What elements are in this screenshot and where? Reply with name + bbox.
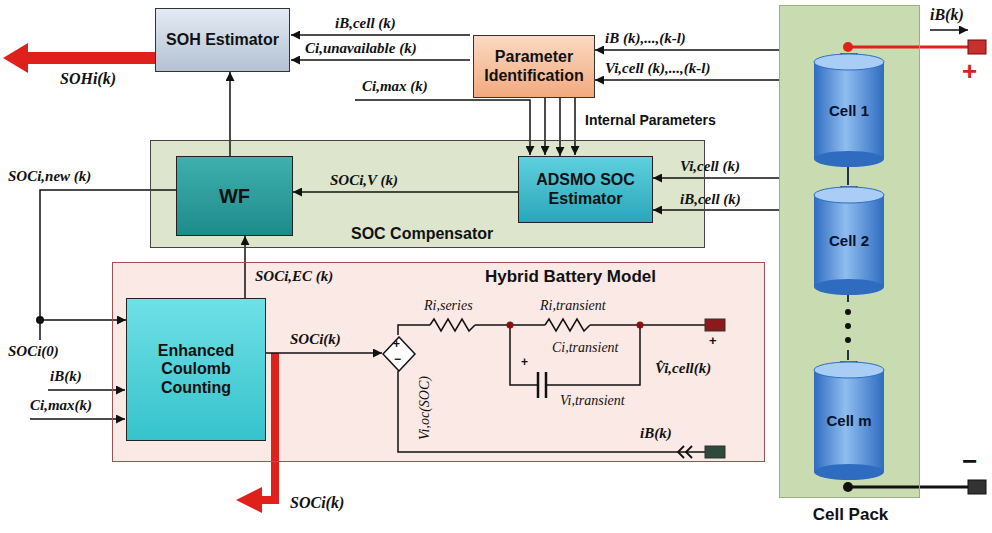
signal-label: + (709, 333, 717, 348)
terminal-dot (843, 42, 853, 52)
signal-label: iB(k) (50, 368, 82, 385)
process-box: WF (176, 156, 293, 236)
signal-connector (559, 98, 561, 156)
node-heading: SOC Compensator (351, 225, 493, 243)
edge-label: SOCi,new (k) (8, 168, 91, 185)
group-band: SOC Compensator WF ADSMO SOC Estimator (150, 140, 705, 248)
edge-label: SOCi(k) (290, 331, 341, 348)
signal-connector (595, 49, 779, 51)
process-box: ADSMO SOC Estimator (518, 156, 653, 223)
band-fill (112, 262, 765, 462)
terminal (968, 40, 986, 54)
terminal (705, 446, 725, 458)
signal-label: + (521, 355, 528, 369)
current-arrow (930, 29, 968, 31)
edge-label: Internal Parameters (585, 112, 716, 128)
cell-pack-panel: Cell PackCell 1Cell 2Cell m (779, 5, 920, 498)
signal-label: Ci,unavailable (k) (305, 40, 417, 57)
battery-cell: Cell 1 (813, 53, 885, 168)
signal-label: iB(k) (930, 6, 964, 24)
cell-label: Cell m (826, 412, 871, 429)
resistor-symbol (430, 319, 475, 331)
node-heading: + (393, 338, 400, 352)
negative-lead (848, 486, 968, 489)
cmax-wire (355, 100, 530, 155)
positive-lead (848, 46, 968, 49)
signal-label: Ci,max (k) (362, 78, 428, 95)
signal-connector (653, 209, 779, 211)
signal-label: SOHi(k) (60, 70, 116, 88)
process-box: Parameter Identification (473, 35, 595, 98)
ecc-input-wires (30, 320, 125, 419)
process-box: SOH Estimator (155, 8, 290, 72)
signal-label: Vi,transient (560, 393, 625, 409)
signal-connector (266, 352, 382, 354)
equivalent-circuit (398, 319, 705, 458)
edge-label: SOCi,EC (k) (255, 268, 333, 285)
signal-label: + (962, 56, 977, 87)
signal-connector (653, 177, 779, 179)
ellipsis-dots (845, 309, 851, 343)
signal-connector (229, 72, 231, 156)
band-fill (779, 5, 920, 498)
internal-parameter-lines (545, 98, 575, 155)
signal-label: iB,cell (k) (335, 15, 396, 32)
signal-label: iB(k) (640, 425, 672, 442)
capacitor-symbol (537, 372, 540, 398)
cell-label: Cell 1 (829, 102, 869, 119)
signal-label: V̂i,cell(k) (655, 360, 711, 377)
signal-label: − (962, 446, 977, 477)
edge-label: iB,cell (k) (680, 191, 741, 208)
signal-label: SOCi(0) (8, 343, 59, 360)
node-dot (637, 322, 644, 329)
battery-cell: Cell m (813, 361, 885, 481)
resistor-symbol (545, 319, 590, 331)
node-title: Enhanced Coulomb Counting (131, 342, 261, 397)
node-heading: Hybrid Battery Model (485, 267, 656, 287)
signal-label: Ci,max(k) (30, 397, 92, 414)
process-box: Enhanced Coulomb Counting (126, 298, 266, 441)
band-fill (150, 140, 705, 248)
edge-label: Vi,cell (k),...,(k-l) (605, 60, 710, 77)
node-heading: Cell Pack (780, 505, 921, 525)
signal-connector (293, 191, 518, 193)
node-title: Parameter Identification (478, 48, 590, 85)
source-diamond: +− (382, 336, 416, 372)
soh-input-wires (291, 35, 470, 60)
terminal (968, 480, 986, 494)
signal-label: Ci,transient (552, 340, 619, 356)
signal-label: Vi,oc(SOC) (417, 376, 433, 440)
terminal (705, 319, 725, 331)
soh-output-arrow (3, 43, 155, 73)
battery-cell: Cell 2 (813, 186, 885, 296)
signal-label: SOCi(k) (290, 494, 344, 512)
edge-label: Vi,cell (k) (680, 158, 740, 175)
node-title: ADSMO SOC Estimator (523, 171, 648, 208)
node-title: WF (219, 185, 250, 208)
node-title: SOH Estimator (166, 31, 279, 49)
edge-label: SOCi,V (k) (330, 172, 398, 189)
signal-connector (595, 79, 779, 81)
node-heading: − (394, 353, 401, 367)
signal-label: Ri,transient (540, 298, 606, 314)
node-dot (507, 322, 514, 329)
terminal-dot (843, 482, 853, 492)
cell-label: Cell 2 (829, 232, 869, 249)
edge-label: iB (k),...,(k-l) (605, 30, 686, 47)
signal-connector (244, 236, 246, 298)
signal-label: Ri,series (424, 298, 473, 314)
